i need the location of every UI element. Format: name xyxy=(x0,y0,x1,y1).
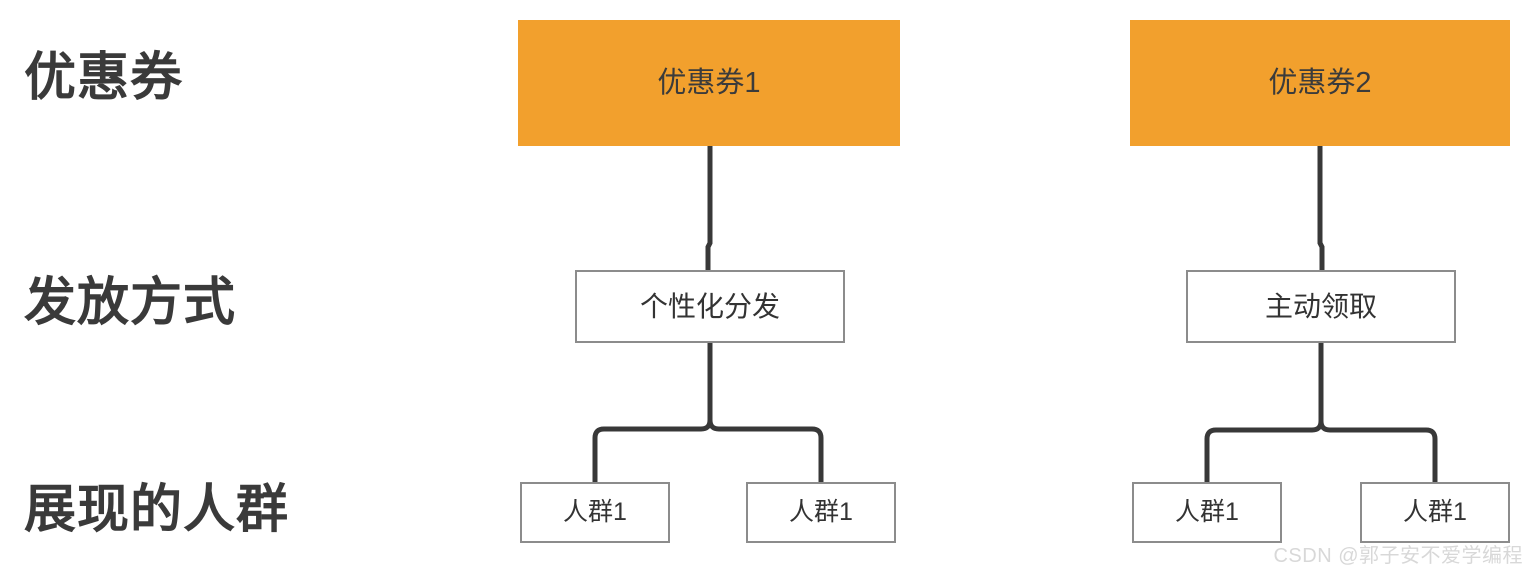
audience-node-2b: 人群1 xyxy=(1360,482,1510,543)
audience-node-1b: 人群1 xyxy=(746,482,896,543)
audience-node-1a: 人群1 xyxy=(520,482,670,543)
csdn-watermark: CSDN @郭子安不爱学编程 xyxy=(1273,545,1523,567)
connector-tree2-branch-right xyxy=(1318,341,1438,484)
method-node-2: 主动领取 xyxy=(1186,270,1456,343)
method-node-1: 个性化分发 xyxy=(575,270,845,343)
row-label-coupon: 优惠券 xyxy=(24,49,184,107)
connector-tree1-branch-left xyxy=(592,341,713,484)
connector-tree1-vertical xyxy=(705,144,713,272)
row-label-distribution: 发放方式 xyxy=(24,274,237,332)
row-label-audience: 展现的人群 xyxy=(24,481,290,539)
audience-node-2a: 人群1 xyxy=(1132,482,1282,543)
connector-tree1-branch-right xyxy=(707,341,824,484)
coupon-node-2: 优惠券2 xyxy=(1130,20,1510,146)
connector-tree2-vertical xyxy=(1317,144,1325,272)
coupon-node-1: 优惠券1 xyxy=(518,20,900,146)
connector-tree2-branch-left xyxy=(1204,341,1324,484)
